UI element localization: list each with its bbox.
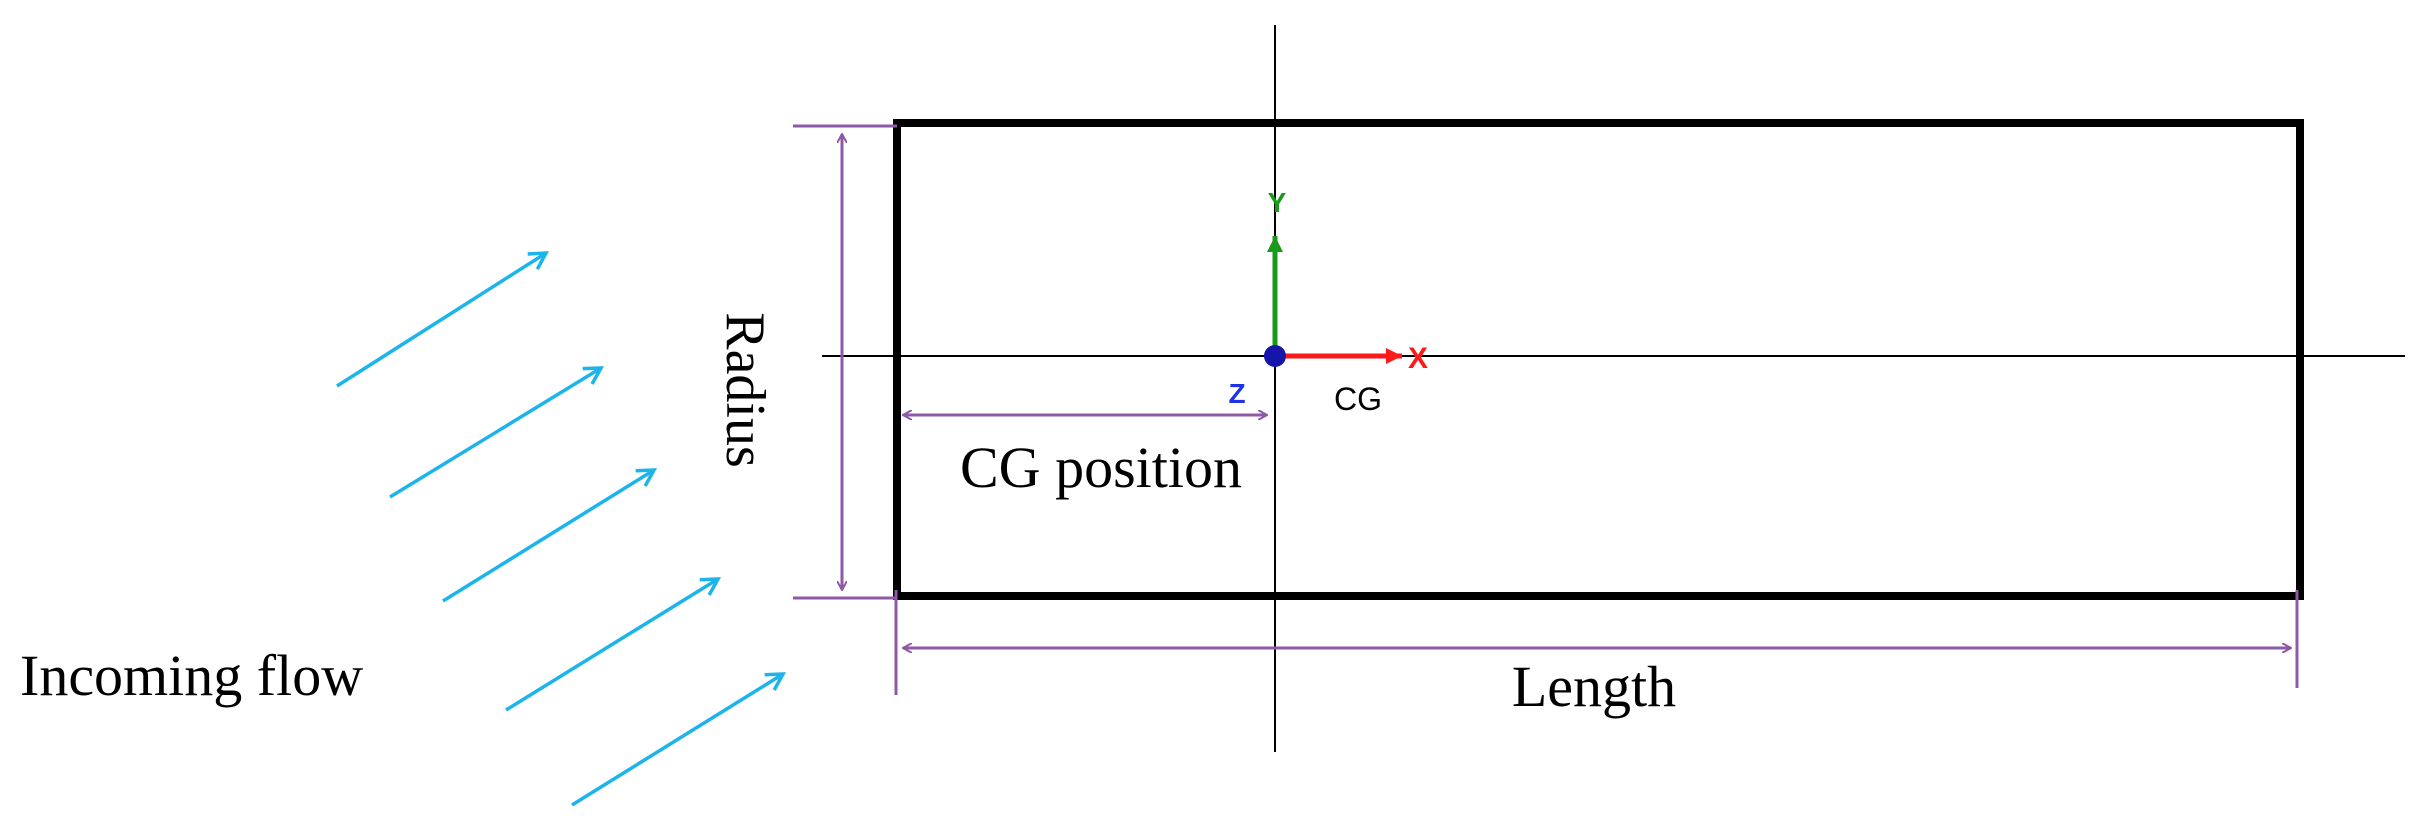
flow-arrow xyxy=(442,468,658,603)
cg-position-label: CG position xyxy=(960,435,1242,500)
length-label: Length xyxy=(1512,654,1676,719)
flow-arrow xyxy=(389,366,605,499)
x-axis-label: X xyxy=(1408,342,1428,375)
length-dimension xyxy=(894,590,2299,695)
incoming-flow-arrows xyxy=(336,251,787,807)
z-axis-label: Z xyxy=(1228,378,1245,409)
cg-label: CG xyxy=(1334,381,1382,417)
cylinder-outline xyxy=(893,119,2304,600)
flow-arrow xyxy=(505,577,722,712)
radius-label: Radius xyxy=(714,312,776,468)
y-axis-label: Y xyxy=(1268,187,1287,218)
flow-arrow xyxy=(571,672,787,807)
incoming-flow-label: Incoming flow xyxy=(20,643,363,708)
flow-arrow xyxy=(336,251,550,388)
cg-triad: X Y Z CG xyxy=(1228,187,1428,417)
radius-dimension xyxy=(793,124,897,600)
cg-marker xyxy=(1264,345,1286,367)
